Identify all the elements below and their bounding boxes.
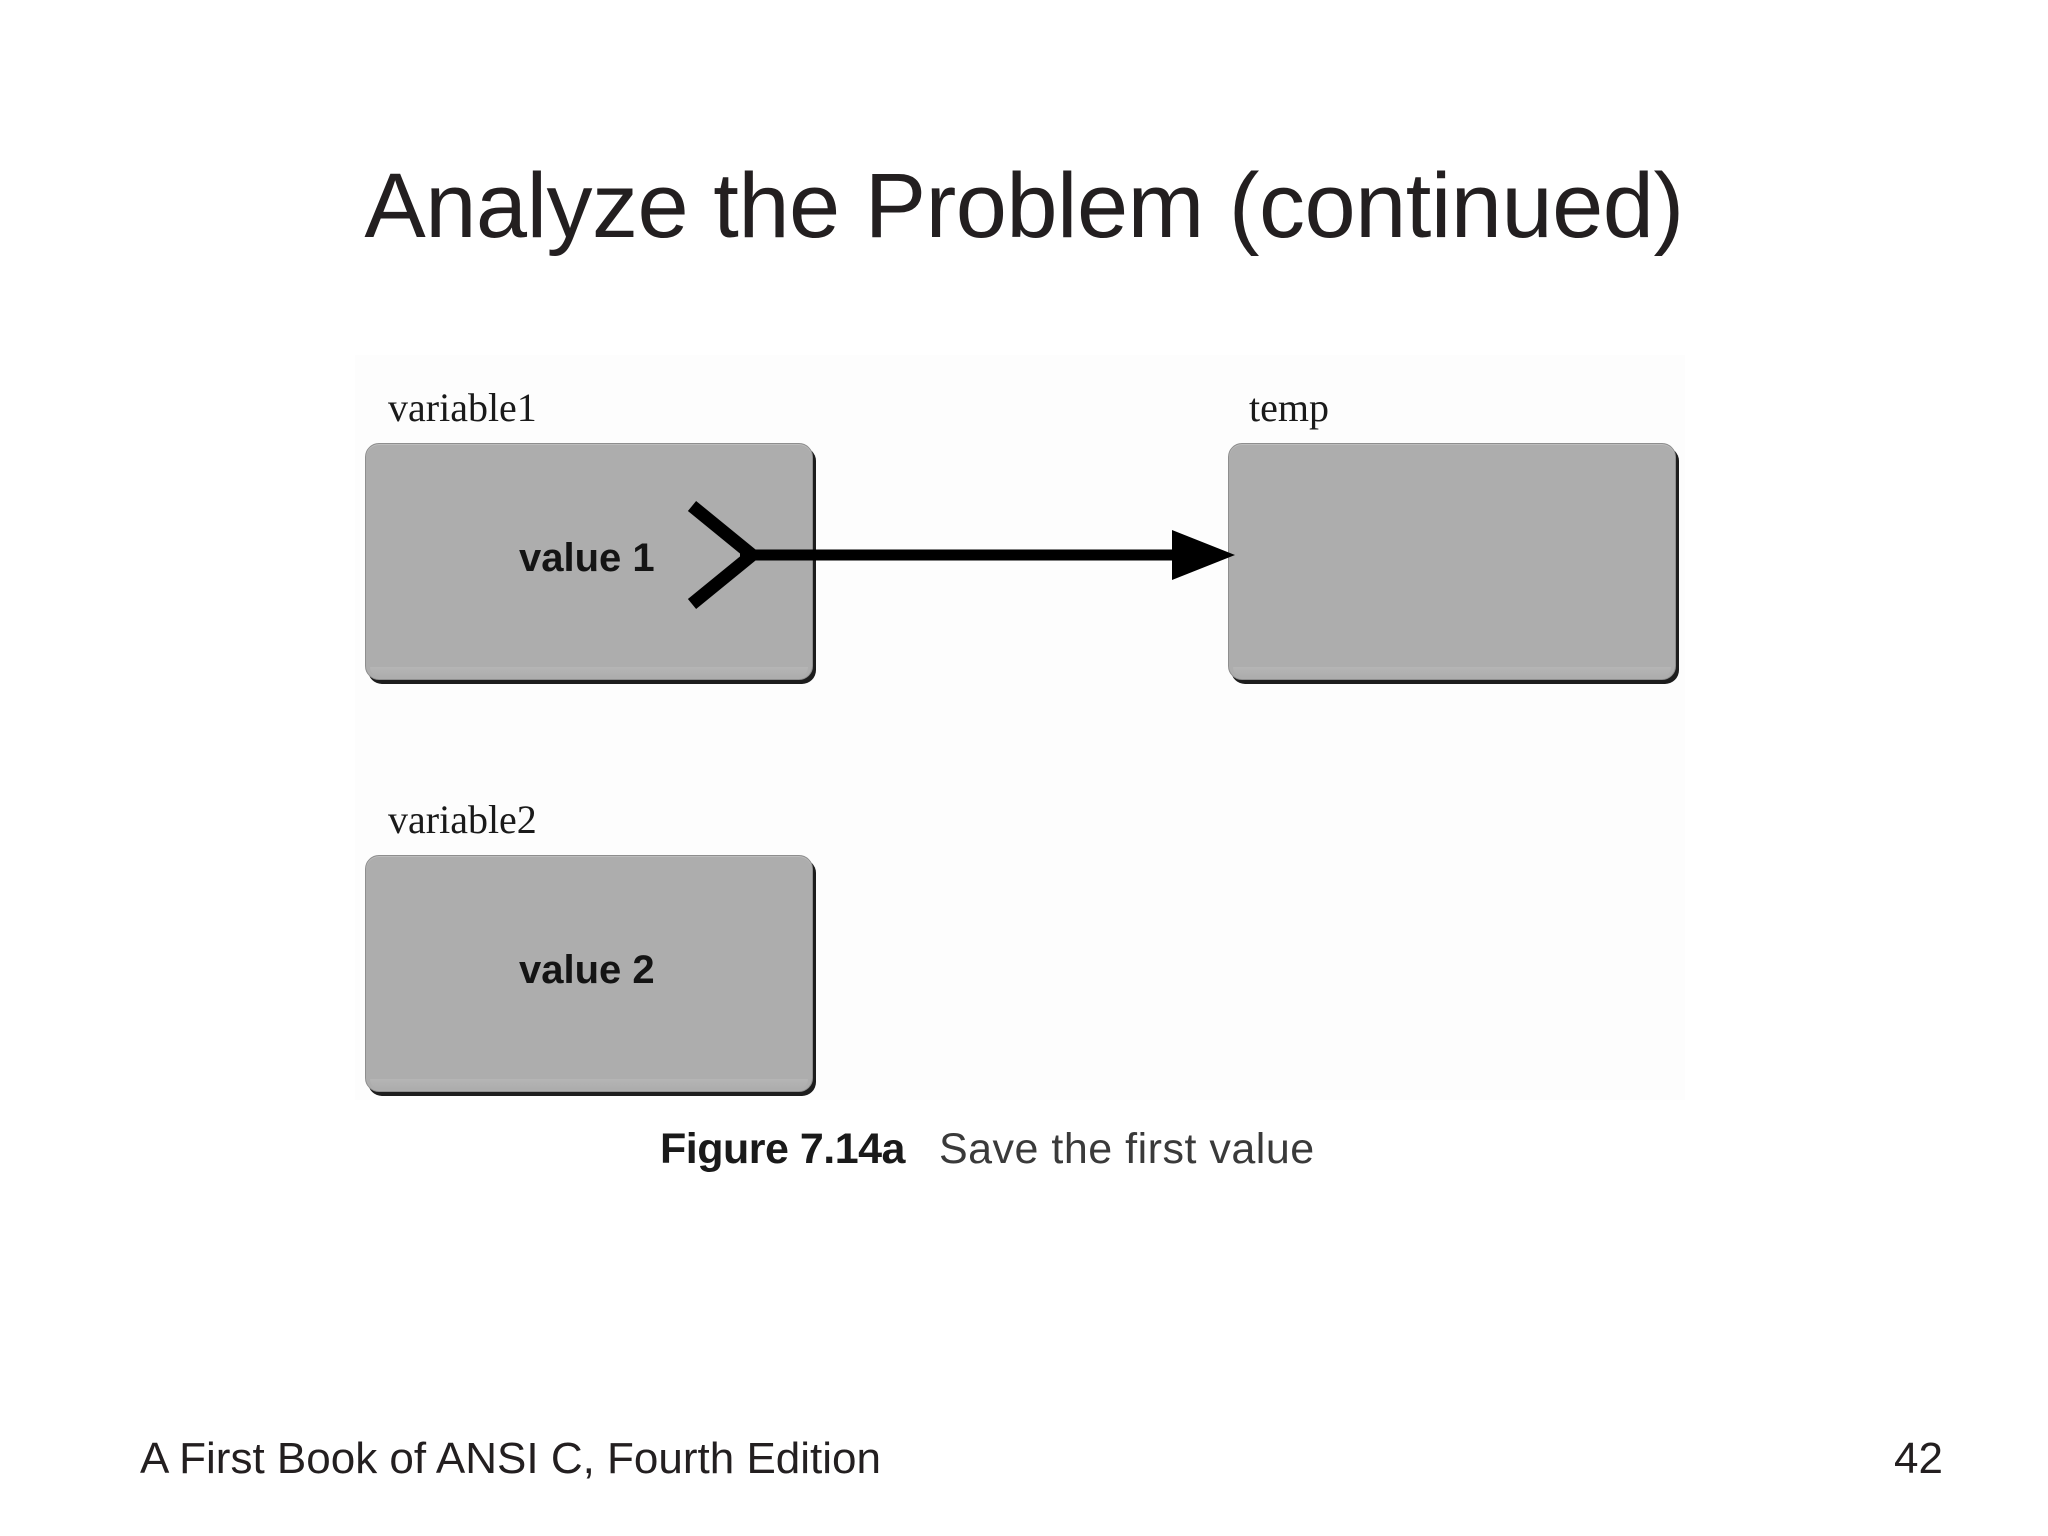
box-value-variable1: value 1 (519, 536, 655, 580)
box-label-temp: temp (1249, 385, 1329, 430)
figure-caption: Figure 7.14a Save the first value (660, 1128, 1315, 1171)
figure-caption-text: Save the first value (938, 1125, 1315, 1173)
box-label-variable1: variable1 (388, 385, 537, 430)
value-transfer-arrow (687, 500, 1235, 610)
footer-source-text: A First Book of ANSI C, Fourth Edition (140, 1434, 881, 1483)
variable-box-temp (1222, 443, 1676, 680)
page-title: Analyze the Problem (continued) (364, 155, 1684, 257)
box-value-variable2: value 2 (519, 948, 655, 992)
figure-caption-number: Figure 7.14a (660, 1125, 905, 1173)
figure-image-region: variable1 temp variable2 value 1 value 2 (355, 355, 1685, 1100)
box-label-variable2: variable2 (388, 797, 537, 842)
footer-page-number: 42 (1894, 1434, 1943, 1483)
variable-box-variable2 (359, 855, 813, 1092)
